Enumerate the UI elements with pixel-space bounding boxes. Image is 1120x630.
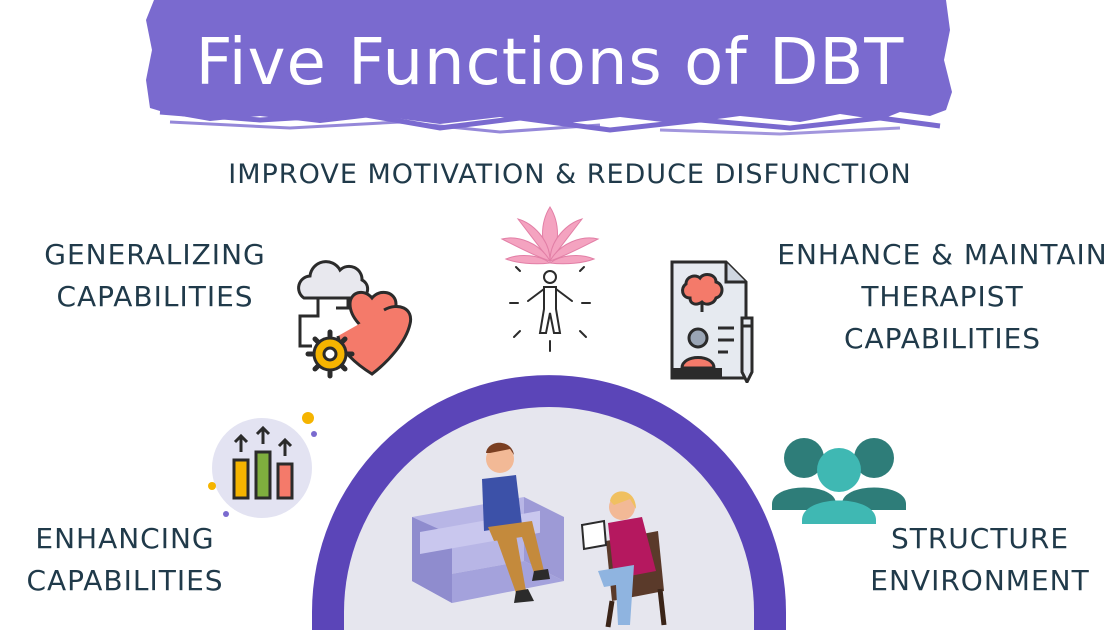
cloud-gear-heart-icon <box>297 260 413 379</box>
woman-figure <box>580 491 667 628</box>
man-figure <box>482 442 550 603</box>
team-people-icon <box>772 438 906 524</box>
lotus-person-icon <box>500 206 600 352</box>
page-title: Five Functions of DBT <box>195 26 905 100</box>
therapist-capabilities-label: ENHANCE & MAINTAIN THERAPIST CAPABILITIE… <box>777 238 1108 355</box>
subtitle: IMPROVE MOTIVATION & REDUCE DISFUNCTION <box>228 159 912 190</box>
structure-environment-label: STRUCTURE ENVIRONMENT <box>870 522 1090 597</box>
title-banner <box>146 0 952 136</box>
generalizing-capabilities-label: GENERALIZING CAPABILITIES <box>44 238 266 313</box>
bar-chart-arrows-icon <box>208 412 317 518</box>
therapy-session-illustration <box>312 375 786 630</box>
brain-report-icon <box>670 260 754 383</box>
enhancing-capabilities-label: ENHANCING CAPABILITIES <box>26 522 224 597</box>
